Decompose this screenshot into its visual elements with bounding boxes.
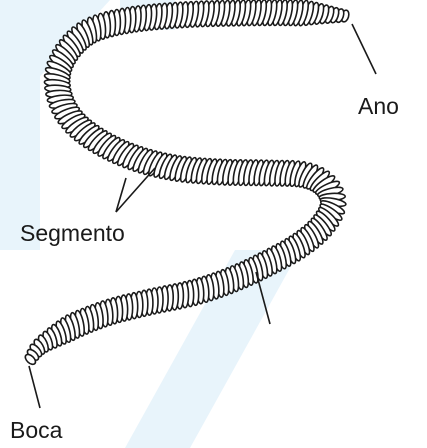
- anus-label: Ano: [358, 95, 399, 118]
- anus-leader-line: [352, 24, 376, 74]
- segment-label: Segmento: [20, 222, 125, 245]
- earthworm-body: [23, 0, 350, 366]
- mouth-leader-line: [29, 366, 40, 408]
- mouth-label: Boca: [10, 419, 62, 442]
